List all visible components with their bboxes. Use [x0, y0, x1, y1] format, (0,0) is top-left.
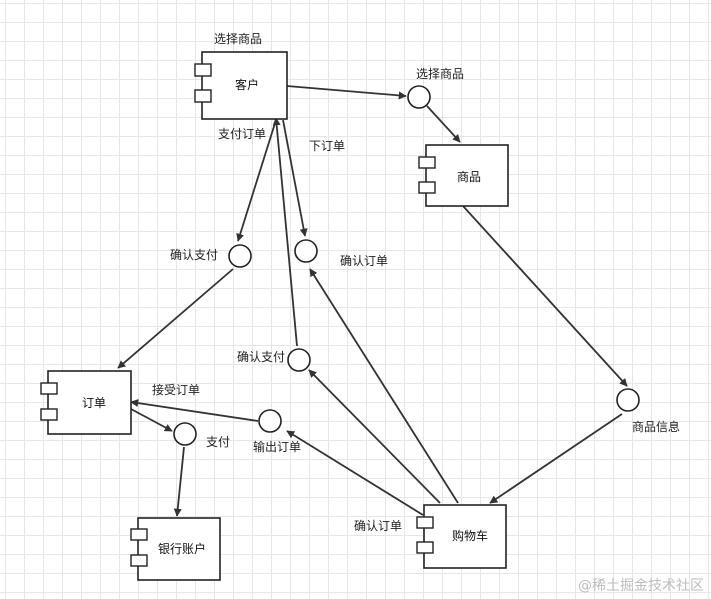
edge-customer-to-confirm-pay-iface	[236, 119, 277, 242]
port-icon	[418, 181, 436, 194]
edge-cart-to-confirm-pay-lower	[308, 369, 441, 504]
interface-pay[interactable]	[173, 422, 197, 446]
component-customer[interactable]: 客户	[194, 51, 288, 120]
edge-cart-to-confirm-order-upper	[309, 268, 459, 504]
component-order-label: 订单	[82, 396, 106, 410]
label-select-product-top: 选择商品	[214, 31, 262, 46]
component-bank-account[interactable]: 银行账户	[130, 517, 221, 581]
edge-pay-iface-to-bank	[173, 446, 185, 517]
port-icon	[194, 89, 212, 103]
component-order[interactable]: 订单	[40, 370, 132, 435]
label-accept-order: 接受订单	[152, 382, 200, 397]
port-icon	[130, 554, 148, 567]
port-icon	[40, 382, 58, 395]
watermark-text: @稀土掘金技术社区	[578, 578, 704, 594]
port-icon	[194, 63, 212, 77]
edge-order-to-pay-iface	[130, 408, 173, 432]
interface-output-order[interactable]	[258, 409, 282, 433]
label-output-order: 输出订单	[253, 439, 301, 454]
label-confirm-order-upper: 确认订单	[340, 254, 388, 268]
edge-customer-to-confirm-order-iface	[282, 119, 308, 237]
component-bank-account-label: 银行账户	[158, 541, 206, 556]
edge-select-iface-to-product	[426, 105, 461, 143]
edge-confirm-pay-iface-to-order	[117, 268, 234, 369]
label-select-product-right: 选择商品	[416, 66, 464, 81]
component-customer-label: 客户	[235, 77, 259, 92]
label-pay: 支付	[206, 435, 230, 449]
label-pay-order: 支付订单	[218, 127, 266, 141]
interface-confirm-payment-upper[interactable]	[228, 244, 252, 268]
port-icon	[416, 541, 434, 554]
component-cart[interactable]: 购物车	[416, 504, 507, 569]
edges	[117, 85, 628, 517]
label-confirm-order-lower: 确认订单	[354, 519, 402, 533]
port-icon	[418, 156, 436, 169]
edge-info-iface-to-cart	[489, 413, 623, 504]
interface-confirm-payment-lower[interactable]	[287, 348, 311, 372]
edge-customer-to-select-iface	[286, 85, 407, 100]
edge-product-to-info-iface	[462, 205, 628, 387]
edge-confirm-pay-lower-to-customer	[272, 117, 298, 347]
component-product[interactable]: 商品	[418, 144, 509, 207]
label-place-order: 下订单	[309, 139, 345, 153]
port-icon	[416, 516, 434, 529]
port-icon	[40, 408, 58, 421]
edge-output-iface-to-order	[130, 399, 259, 422]
interface-product-info[interactable]	[616, 388, 640, 412]
interface-select-product[interactable]	[407, 85, 431, 109]
component-product-label: 商品	[457, 169, 481, 184]
edge-cart-to-output-iface	[286, 430, 424, 516]
label-confirm-payment-lower: 确认支付	[237, 350, 285, 364]
label-product-info: 商品信息	[632, 419, 680, 434]
port-icon	[130, 528, 148, 541]
label-confirm-payment-upper: 确认支付	[170, 248, 218, 262]
component-cart-label: 购物车	[452, 528, 488, 543]
labels: 选择商品 选择商品 支付订单 下订单 确认支付 确认订单 确认支付 接受订单 支…	[152, 31, 680, 533]
interface-confirm-order-upper[interactable]	[294, 239, 318, 263]
interfaces	[173, 85, 640, 446]
